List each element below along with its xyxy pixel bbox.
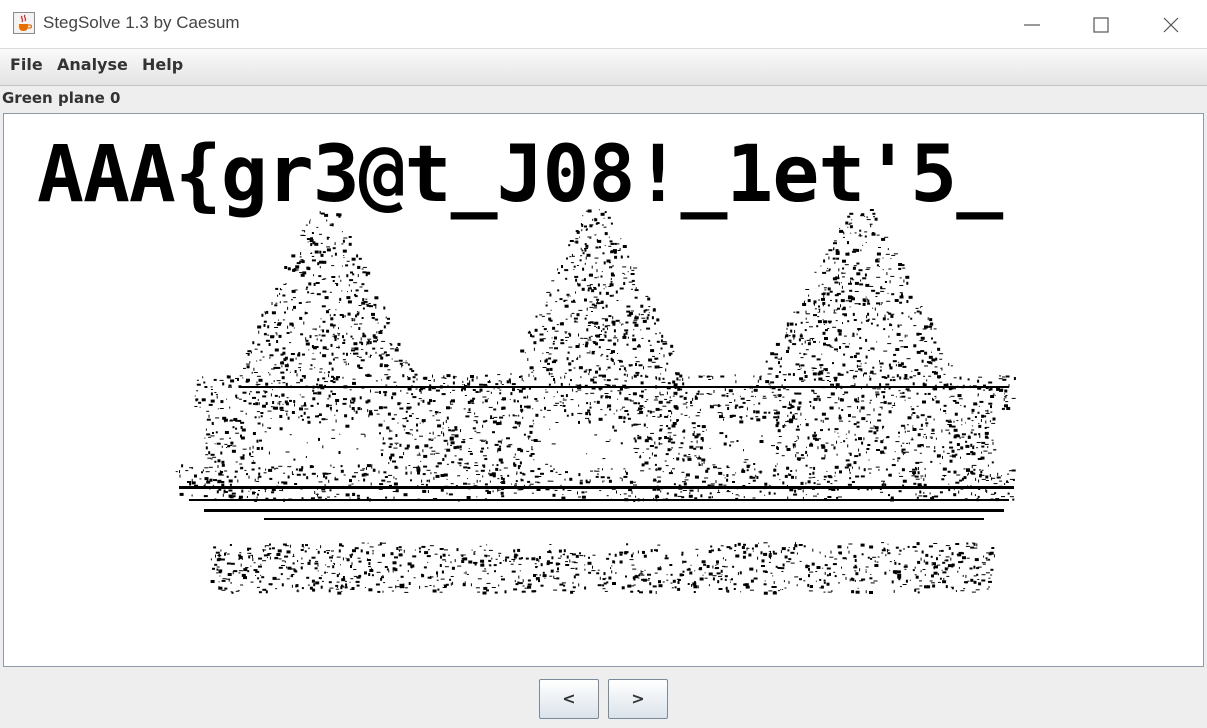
previous-plane-button[interactable]: < — [539, 679, 599, 719]
plane-label: Green plane 0 — [2, 89, 121, 107]
java-coffee-icon — [13, 12, 35, 34]
minimize-button[interactable] — [998, 0, 1068, 48]
menu-bar: File Analyse Help — [0, 49, 1207, 86]
hidden-flag-text: AAA{gr3@t_J08!_1et'5_ — [37, 130, 1003, 220]
image-viewport[interactable]: AAA{gr3@t_J08!_1et'5_ — [3, 113, 1204, 667]
maximize-icon — [1093, 17, 1109, 33]
close-button[interactable] — [1137, 0, 1207, 48]
minimize-icon — [1024, 24, 1040, 26]
menu-analyse[interactable]: Analyse — [57, 55, 128, 74]
window-title: StegSolve 1.3 by Caesum — [43, 13, 240, 32]
close-icon — [1163, 17, 1179, 33]
menu-file[interactable]: File — [10, 55, 43, 74]
title-bar[interactable]: StegSolve 1.3 by Caesum — [0, 0, 1207, 49]
bitplane-image — [175, 209, 1016, 595]
menu-help[interactable]: Help — [142, 55, 184, 74]
maximize-button[interactable] — [1067, 0, 1137, 48]
next-plane-button[interactable]: > — [608, 679, 668, 719]
